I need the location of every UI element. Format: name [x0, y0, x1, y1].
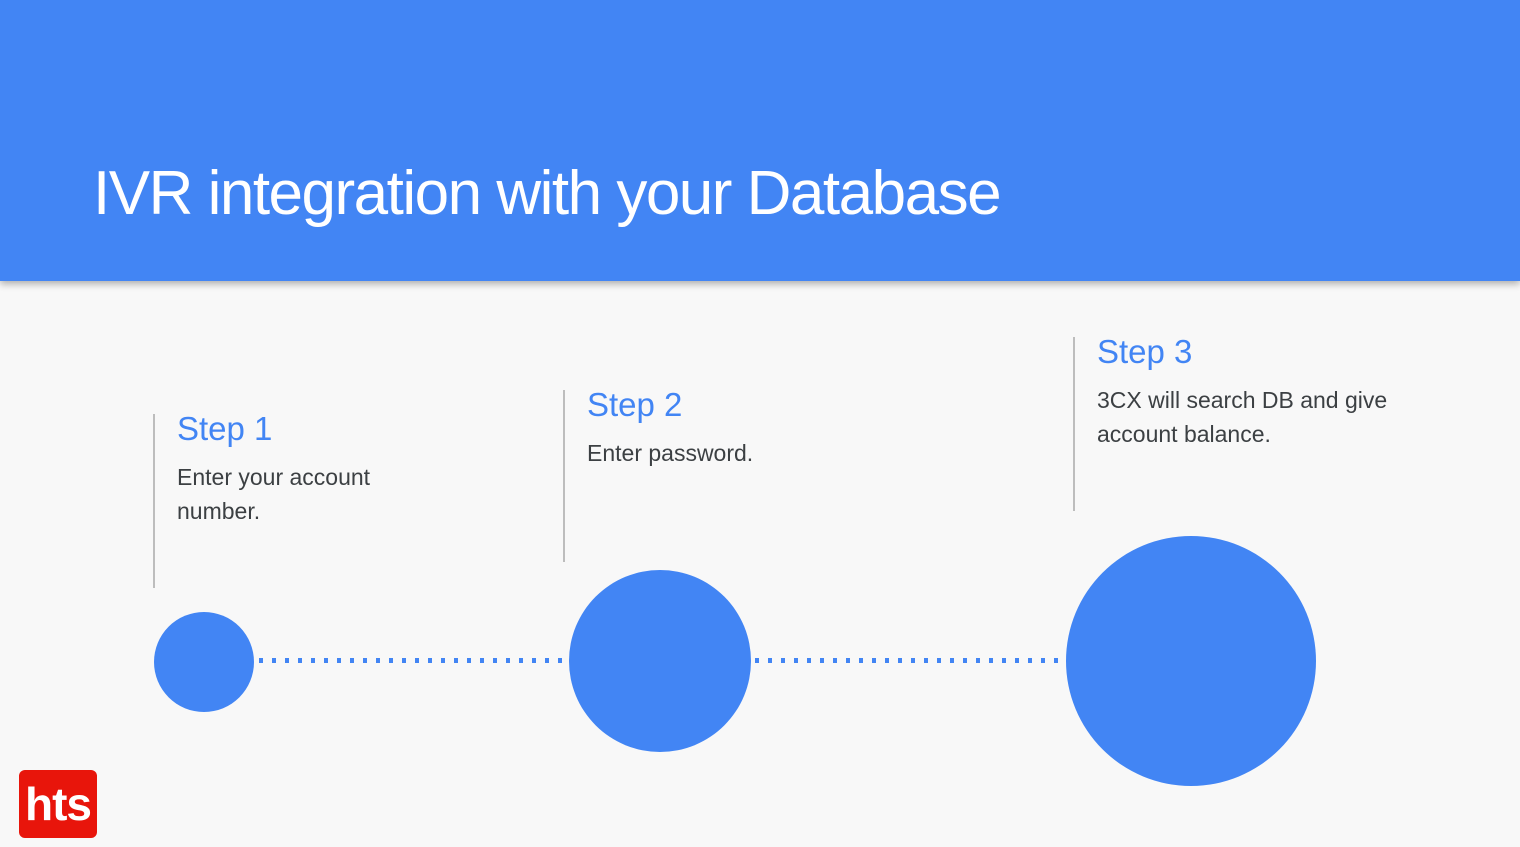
step-2-block: Step 2 Enter password.: [563, 386, 837, 562]
step-2-description: Enter password.: [587, 440, 754, 466]
dotted-connector-1: [259, 658, 566, 663]
step-1-divider-line: [153, 414, 155, 588]
hts-logo-text: hts: [25, 778, 92, 830]
step-2-heading: Step 2: [587, 386, 683, 423]
step-3-heading: Step 3: [1097, 333, 1193, 370]
step-3-block: Step 3 3CX will search DB and give accou…: [1073, 333, 1432, 511]
step-1-block: Step 1 Enter your account number.: [153, 410, 412, 588]
step-3-description: 3CX will search DB and give account bala…: [1097, 387, 1388, 447]
slide-title: IVR integration with your Database: [93, 159, 1002, 228]
step-2-divider-line: [563, 390, 565, 562]
step-3-circle: [1066, 536, 1316, 786]
header-banner: IVR integration with your Database: [0, 0, 1520, 281]
step-2-circle: [569, 570, 751, 752]
step-3-divider-line: [1073, 337, 1075, 511]
step-1-description: Enter your account number.: [177, 464, 371, 524]
step-1-heading: Step 1: [177, 410, 273, 447]
hts-logo: hts: [19, 770, 97, 838]
step-1-circle: [154, 612, 254, 712]
dotted-connector-2: [755, 658, 1063, 663]
